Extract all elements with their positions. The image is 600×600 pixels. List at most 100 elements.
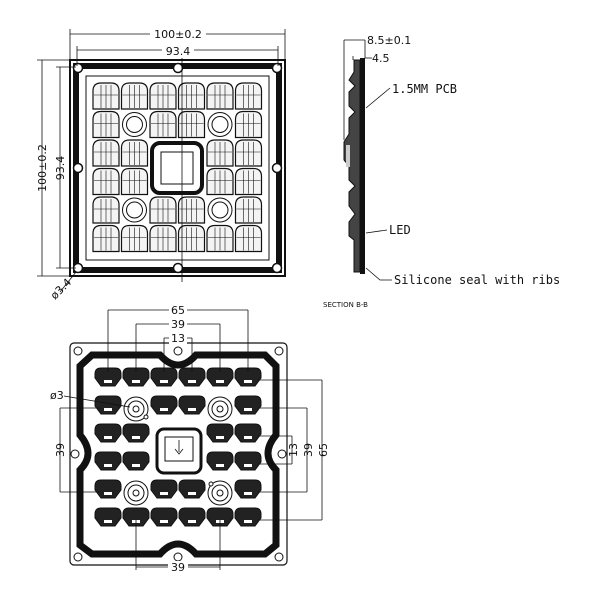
led-pad [104,380,112,383]
mounting-hole [73,552,83,562]
bottom-view: 65 39 13 65 39 13 39 39 ø3 [50,304,330,574]
lens [206,367,234,387]
led-pad [160,380,168,383]
led-pad [188,492,196,495]
lens [94,451,122,471]
connector-profile [346,145,350,167]
mounting-hole [72,162,84,174]
lens-profile [343,59,361,273]
led-pad [216,380,224,383]
dim-thickness-overall: 8.5±0.1 [367,34,411,47]
lens [150,395,178,415]
lens-body [234,367,262,387]
lens [234,423,262,443]
lens-body [206,367,234,387]
lens [177,82,206,110]
led-pad [160,492,168,495]
lens-body [234,423,262,443]
mounting-hole [72,62,84,74]
lens-body [94,423,122,443]
lens-array-bottom [94,367,262,527]
led-pad [132,464,140,467]
lens [150,479,178,499]
lens [234,82,263,110]
lens-body [122,451,150,471]
dim-hole-diameter-bottom: ø3 [50,389,64,402]
dim-pitch-bottom: 39 [171,561,185,574]
lens-body [150,507,178,527]
mounting-hole [271,162,283,174]
lens [234,507,262,527]
mounting-hole [271,62,283,74]
lens-body [178,507,206,527]
section-view: 8.5±0.1 4.5 1.5MM PCB LED Silicone seal … [323,34,560,309]
inner-frame [85,75,270,261]
led-pad [216,464,224,467]
led-pad [104,436,112,439]
lens [120,139,149,167]
lens [149,82,177,110]
lens [94,423,122,443]
lens [92,224,120,253]
lens-body [234,395,262,415]
lens-body [178,367,206,387]
lens-body [206,507,234,527]
lens [234,110,263,139]
lens [234,451,262,471]
led-pad [244,408,252,411]
led-pad [216,436,224,439]
dim-thickness-base: 4.5 [372,52,390,65]
mounting-hole [274,346,284,356]
lens [94,479,122,499]
mounting-holes-bottom [70,346,287,562]
reflector-ring-inner [126,201,143,219]
lens [234,139,263,167]
lens-body [94,395,122,415]
lens [149,110,177,139]
dim-pitch-mid-right: 39 [302,443,315,457]
lens [178,367,206,387]
lens [206,423,234,443]
lens [234,196,263,224]
center-connector-inner [160,151,194,185]
pin-hole [208,481,214,487]
reflector-ring [216,489,224,497]
lens-body [150,479,178,499]
lens [122,367,150,387]
mounting-holes-top [72,62,283,274]
led-pad [160,520,168,523]
lens [234,479,262,499]
lens [177,224,206,253]
led-pad [244,380,252,383]
mounting-hole [70,449,80,459]
lens [94,507,122,527]
lens [92,110,120,139]
dim-height-inner: 93.4 [54,156,67,181]
led-pad [104,520,112,523]
lens [234,167,263,196]
lens [206,82,234,110]
callout-pcb: 1.5MM PCB [392,82,457,96]
lens-array-top [92,82,263,253]
lens [177,110,206,139]
dim-width-inner: 93.4 [166,45,191,58]
lens [206,451,234,471]
lens [92,167,120,196]
dim-pitch-inner-top: 13 [171,332,185,345]
lens [234,224,263,253]
lens [92,139,120,167]
lens-body [94,451,122,471]
pin-hole [143,414,149,420]
lens [94,367,122,387]
lens [92,82,120,110]
led-pad [160,408,168,411]
lens-body [94,367,122,387]
lens [150,367,178,387]
lens [177,196,206,224]
led-pad [188,380,196,383]
led-pad [244,436,252,439]
mounting-hole [173,346,183,356]
arrow-down-icon [174,440,184,455]
lens-body [234,507,262,527]
dim-width-overall: 100±0.2 [154,28,202,41]
